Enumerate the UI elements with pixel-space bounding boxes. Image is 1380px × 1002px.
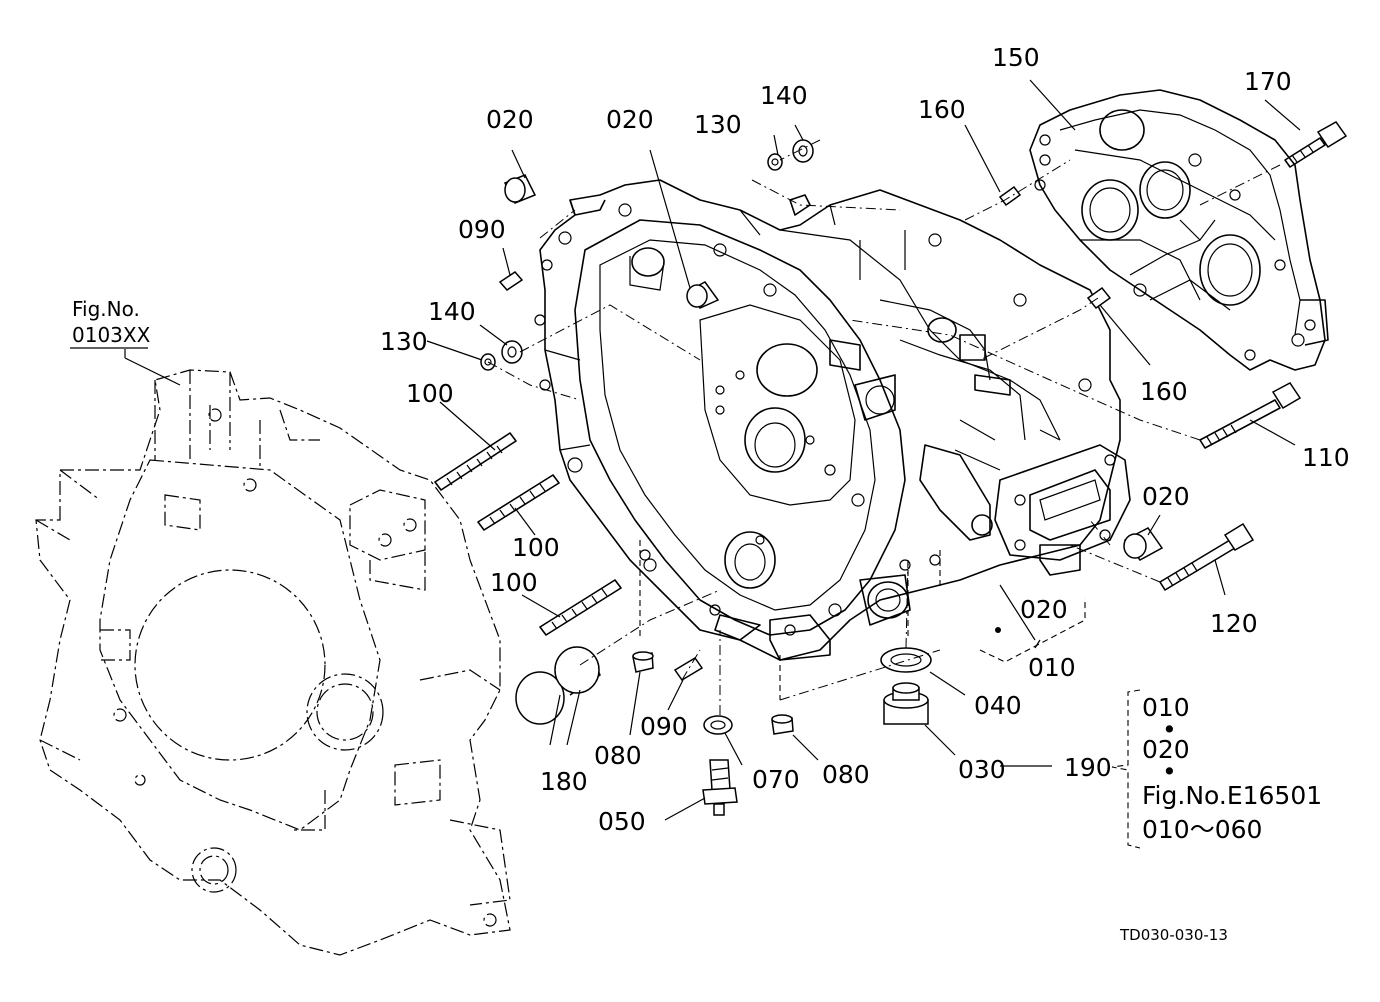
washer-070 xyxy=(703,715,733,735)
drawing-code: TD030-030-13 xyxy=(1119,926,1228,944)
drain-plug-030 xyxy=(883,682,929,725)
label-100-middle: 100 xyxy=(512,533,560,562)
stud-bolts-100 xyxy=(434,432,622,636)
valve-050 xyxy=(702,759,738,816)
bolt-110 xyxy=(1199,382,1302,449)
label-150: 150 xyxy=(992,43,1040,72)
label-170: 170 xyxy=(1244,67,1292,96)
label-100-top: 100 xyxy=(406,379,454,408)
label-110: 110 xyxy=(1302,443,1350,472)
label-070: 070 xyxy=(752,765,800,794)
label-080-right: 080 xyxy=(822,760,870,789)
label-010: 010 xyxy=(1028,653,1076,682)
bolt-170 xyxy=(1284,121,1348,168)
label-030: 030 xyxy=(958,755,1006,784)
plug-080-left xyxy=(632,651,654,673)
oring-040 xyxy=(880,647,932,673)
bushing-020-center xyxy=(686,281,720,309)
kit-dot-2: • xyxy=(1162,757,1177,786)
bushing-020-right xyxy=(1123,527,1164,561)
label-180: 180 xyxy=(540,767,588,796)
label-020-top-left: 020 xyxy=(486,105,534,134)
label-130-top: 130 xyxy=(694,110,742,139)
plug-080-right xyxy=(771,714,794,735)
figure-reference: Fig.No. 0103XX xyxy=(70,297,151,349)
label-160-right: 160 xyxy=(1140,377,1188,406)
label-020-top-center: 020 xyxy=(606,105,654,134)
label-020-assembly: 020 xyxy=(1020,595,1068,624)
part-labels: 020 020 140 130 150 170 160 090 140 130 … xyxy=(380,43,1350,836)
label-140-top: 140 xyxy=(760,81,808,110)
kit-item-range: 010～060 xyxy=(1142,815,1262,844)
label-100-bottom: 100 xyxy=(490,568,538,597)
pin-160-right xyxy=(1086,286,1112,310)
fig-ref-line2: 0103XX xyxy=(72,323,151,347)
pin-160-top xyxy=(998,185,1022,207)
nut-140-top xyxy=(792,139,814,163)
label-080-left: 080 xyxy=(594,741,642,770)
kit-dot-1: • xyxy=(1162,715,1177,744)
reference-engine-housing xyxy=(35,369,511,956)
label-140-left: 140 xyxy=(428,297,476,326)
label-160-top: 160 xyxy=(918,95,966,124)
leader-lines xyxy=(124,79,1301,821)
label-120: 120 xyxy=(1210,609,1258,638)
label-090-top: 090 xyxy=(458,215,506,244)
pin-090-bottom xyxy=(673,656,704,682)
label-040: 040 xyxy=(974,691,1022,720)
pin-090-top xyxy=(498,271,524,291)
kit-item-020: 020 xyxy=(1142,735,1190,764)
nut-140-left xyxy=(501,340,523,364)
washer-130-top xyxy=(767,153,783,171)
label-020-right: 020 xyxy=(1142,482,1190,511)
transmission-case-010 xyxy=(534,179,1131,700)
bolt-120 xyxy=(1159,522,1255,591)
rear-cover-150 xyxy=(1029,89,1329,371)
plug-180 xyxy=(515,646,601,725)
kit-item-figref: Fig.No.E16501 xyxy=(1142,781,1322,810)
bushing-020-top xyxy=(503,174,537,204)
label-130-left: 130 xyxy=(380,327,428,356)
label-050: 050 xyxy=(598,807,646,836)
fig-ref-line1: Fig.No. xyxy=(72,297,140,321)
kit-list-190: 010 • 020 • Fig.No.E16501 010～060 xyxy=(1111,689,1322,849)
label-190: 190 xyxy=(1064,753,1112,782)
kit-item-010: 010 xyxy=(1142,693,1190,722)
label-090-bottom: 090 xyxy=(640,712,688,741)
